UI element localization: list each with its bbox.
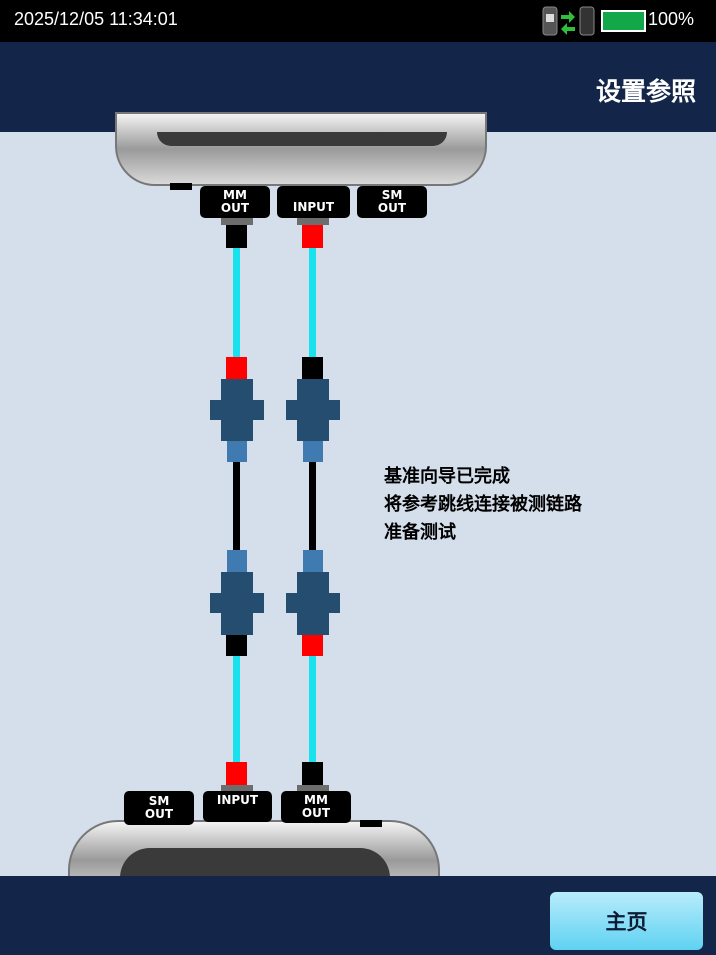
home-button[interactable]: 主页 — [550, 892, 703, 950]
footer: 主页 — [0, 876, 716, 955]
port-label: SM — [381, 188, 403, 202]
bottom-port-input[interactable]: INPUT — [203, 791, 272, 822]
port-label: INPUT — [216, 793, 259, 807]
message-line: 将参考跳线连接被测链路 — [384, 494, 582, 515]
top-port-input[interactable]: INPUT — [277, 186, 350, 218]
port-label: MM — [223, 188, 247, 202]
port-label: OUT — [377, 201, 407, 215]
device-button — [360, 820, 382, 827]
port-label: OUT — [220, 201, 250, 215]
port-label: OUT — [144, 807, 174, 821]
page-title: 设置参照 — [595, 77, 696, 106]
port-label: MM — [304, 793, 328, 807]
connection-icon — [542, 6, 595, 36]
top-tester-device — [115, 112, 487, 186]
device-button — [170, 183, 192, 190]
port-label: INPUT — [292, 199, 335, 214]
battery-percent: 100% — [648, 9, 695, 29]
instruction-message: 基准向导已完成 将参考跳线连接被测链路 准备测试 — [384, 463, 582, 547]
port-label: OUT — [301, 806, 331, 820]
port-label: SM — [148, 794, 170, 808]
datetime: 2025/12/05 11:34:01 — [14, 9, 178, 29]
battery-icon — [601, 10, 646, 32]
message-line: 准备测试 — [384, 522, 456, 543]
message-line: 基准向导已完成 — [384, 466, 510, 487]
status-bar: 2025/12/05 11:34:01 100% — [0, 0, 716, 42]
